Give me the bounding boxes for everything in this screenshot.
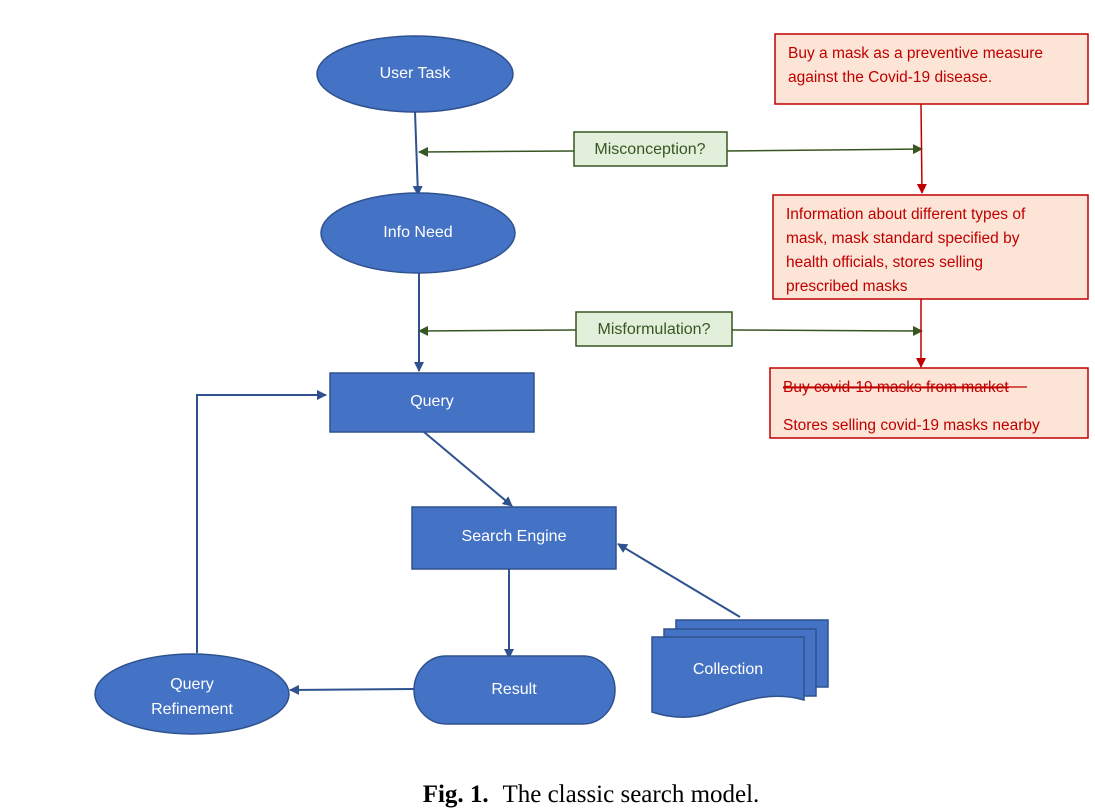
note-need-line1: Information about different types of — [786, 206, 1026, 223]
note-user-task: Buy a mask as a preventive measure again… — [774, 33, 1089, 105]
query-label: Query — [410, 393, 454, 410]
figure-caption-label: Fig. 1. — [423, 781, 489, 808]
misformulation-label-box: Misformulation? — [575, 311, 733, 347]
result-label: Result — [491, 681, 537, 698]
note-task-line1: Buy a mask as a preventive measure — [788, 45, 1043, 62]
note-need-line3: health officials, stores selling — [786, 254, 983, 271]
search-engine-label: Search Engine — [462, 528, 567, 545]
arrow-usertask-to-infoneed — [412, 111, 423, 196]
query-node: Query — [329, 372, 535, 433]
note-task-line2: against the Covid-19 disease. — [788, 69, 992, 86]
figure-caption-text: The classic search model. — [502, 781, 759, 808]
arrow-misformulation-left — [418, 325, 577, 336]
arrow-result-to-refinement — [289, 684, 415, 695]
query-refinement-node: Query Refinement — [94, 653, 290, 735]
note-query: Buy covid-19 masks from market Stores se… — [769, 367, 1089, 439]
arrow-misformulation-right — [731, 325, 923, 336]
arrow-query-to-searchengine — [423, 431, 513, 507]
figure-caption: Fig. 1. The classic search model. — [423, 781, 760, 808]
result-node: Result — [413, 655, 616, 725]
arrow-refinement-to-query — [196, 390, 327, 653]
arrow-misconception-right — [726, 144, 923, 155]
user-task-node: User Task — [316, 35, 514, 113]
misconception-label: Misconception? — [594, 141, 705, 158]
query-refinement-label-line2: Refinement — [151, 701, 233, 718]
note-need-line4: prescribed masks — [786, 278, 908, 295]
search-engine-node: Search Engine — [411, 506, 617, 570]
misformulation-label: Misformulation? — [598, 321, 711, 338]
arrow-collection-to-searchengine — [617, 543, 741, 618]
collection-node: Collection — [651, 619, 829, 718]
info-need-node: Info Need — [320, 192, 516, 274]
info-need-label: Info Need — [383, 224, 452, 241]
collection-label: Collection — [693, 661, 763, 678]
arrow-misconception-left — [418, 146, 575, 157]
misconception-label-box: Misconception? — [573, 131, 728, 167]
arrow-note-task-to-need — [916, 103, 927, 194]
note-info-need: Information about different types of mas… — [772, 194, 1089, 300]
query-refinement-label-line1: Query — [170, 676, 214, 693]
note-need-line2: mask, mask standard specified by — [786, 230, 1020, 247]
user-task-label: User Task — [380, 65, 452, 82]
note-query-line: Stores selling covid-19 masks nearby — [783, 417, 1040, 434]
